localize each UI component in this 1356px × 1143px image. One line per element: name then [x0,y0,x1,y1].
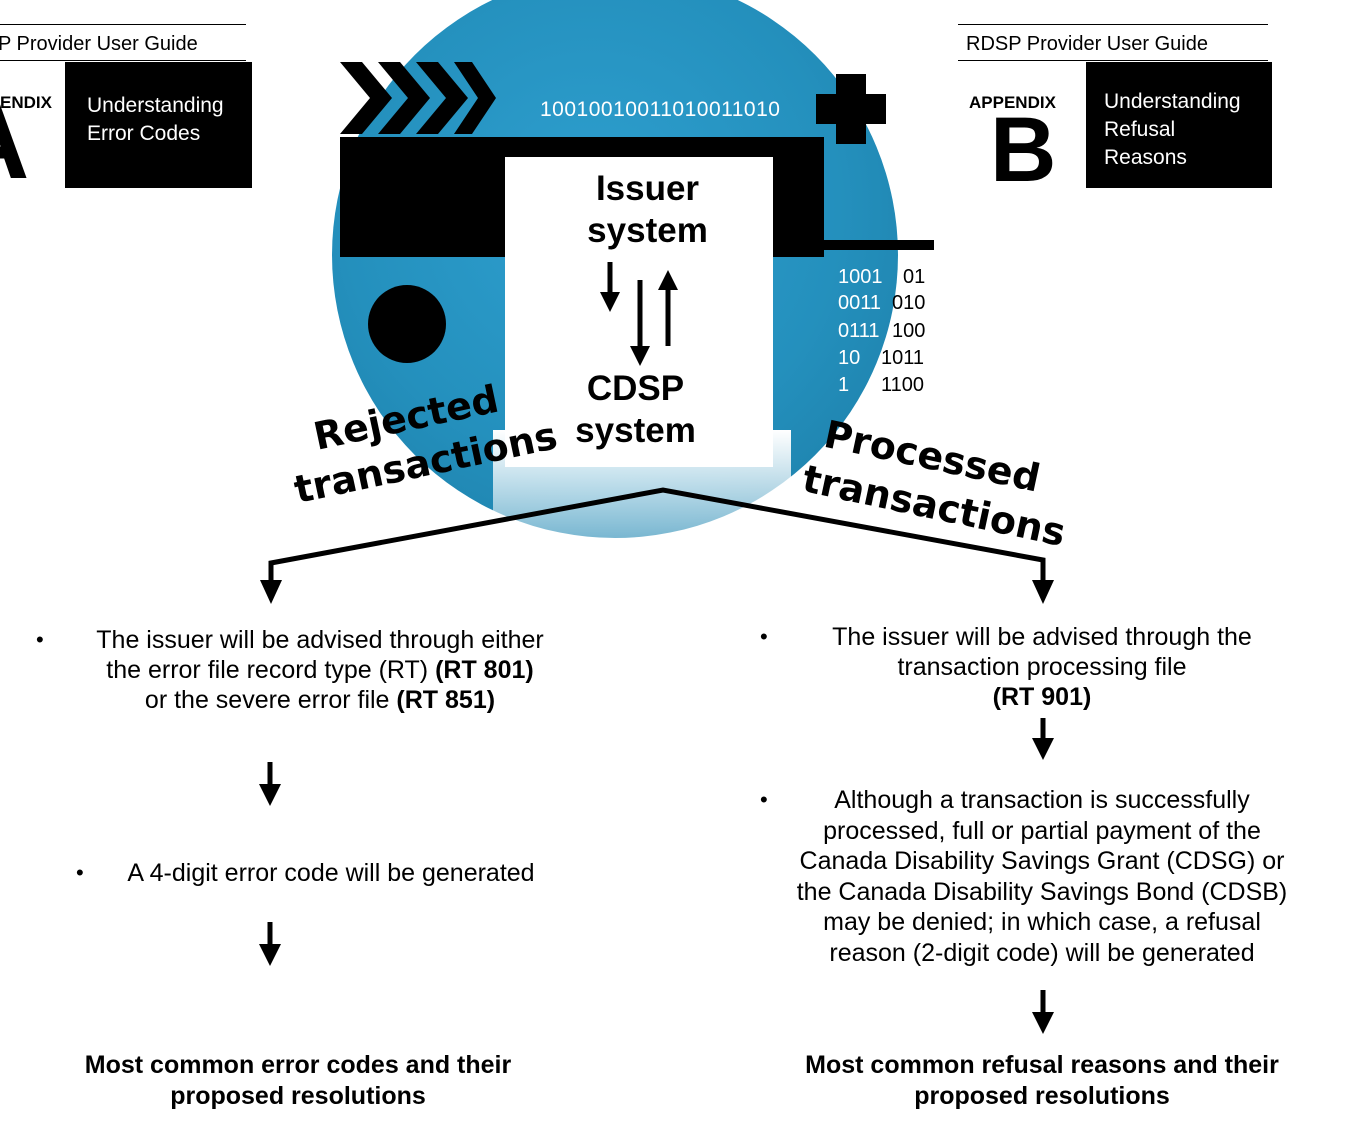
left-final-title: Most common error codes and their propos… [0,1050,596,1112]
left-appendix-topic-box: Understanding Error Codes [65,62,252,188]
binary-line-2: 0011 [838,292,882,314]
bullet-dot: • [76,860,84,885]
right-bullet2-line2: processed, full or partial payment of th… [823,816,1261,845]
cdsp-line: CDSP [586,369,685,408]
binary-line-1: 1001 [838,266,883,288]
binary-right-4: 1011 [881,347,925,369]
inner-white-fade [493,430,791,610]
right-appendix-topic-box: Understanding Refusal Reasons [1086,62,1272,188]
binary-line-3: 0111 [838,320,880,342]
binary-top-text: 10010010011010011010 [540,98,781,121]
right-bullet1-line1: The issuer will be advised through the [832,623,1252,651]
right-bullet-advised: • The issuer will be advised through the… [740,622,1344,712]
left-guide-title: P Provider User Guide [0,33,198,55]
right-appendix-word: APPENDIX [969,93,1056,112]
right-final-line1: Most common refusal reasons and their [805,1051,1279,1079]
right-final-title: Most common refusal reasons and their pr… [740,1050,1344,1112]
issuer-system-label: Issuer system [560,168,735,252]
issuer-line: Issuer [595,169,700,208]
left-bullet1-line2-text: the error file record type (RT) [106,656,436,684]
right-final-line2: proposed resolutions [914,1082,1170,1110]
binary-right-3: 100 [892,320,926,342]
binary-right-5: 1100 [881,374,925,396]
right-bullet2-line6: reason (2-digit code) will be generated [829,938,1255,967]
right-bullet2-line1: Although a transaction is successfully [834,786,1250,814]
exchange-arrows-icon [600,262,678,366]
right-guide-title: RDSP Provider User Guide [966,33,1208,55]
left-bullet1-line1: The issuer will be advised through eithe… [96,626,544,654]
rt-851: (RT 851) [396,686,496,714]
clamp-right-block [770,137,824,257]
right-bullet1-line3: (RT 901) [992,683,1092,711]
left-appendix-word: ENDIX [0,93,52,112]
right-guide-rule-bottom [958,60,1268,61]
left-bullet1-line3: or the severe error file (RT 851) [0,685,640,715]
binary-line-4: 10 [838,347,861,369]
right-bullet2-line3: Canada Disability Savings Grant (CDSG) o… [799,847,1285,875]
binary-line-5: 1 [838,374,850,396]
left-guide-rule-bottom [0,60,246,61]
black-dot [368,285,446,363]
left-bullet-advised: • The issuer will be advised through eit… [0,625,640,715]
left-final-line2: proposed resolutions [170,1082,426,1110]
chevron-arrows-icon [340,62,496,134]
right-topic-line2: Refusal [1104,118,1176,141]
clamp-left-block [340,137,508,257]
right-topic-line3: Reasons [1104,146,1187,169]
left-bullet1-line2: the error file record type (RT) (RT 801) [0,655,640,685]
bullet-dot: • [36,627,44,652]
binary-right-1: 01 [903,266,926,288]
cdsp-system-label: CDSP system [548,368,723,452]
right-dash-bar [824,240,934,250]
right-appendix-letter: B [990,99,1057,201]
right-bullet-refusal: • Although a transaction is successfully… [740,785,1344,968]
right-guide-rule [958,24,1268,25]
left-bullet2-line: A 4-digit error code will be generated [127,859,535,887]
left-bullet1-line3-text: or the severe error file [144,686,397,714]
left-final-line1: Most common error codes and their [84,1051,512,1079]
left-guide-rule [0,24,246,25]
bullet-dot: • [760,787,768,812]
left-appendix-letter: A [0,86,29,196]
plus-icon [816,74,886,144]
rt-801: (RT 801) [435,656,534,684]
cdsp-system-line: system [575,411,696,450]
binary-right-2: 010 [892,292,926,314]
left-bullet-error-code: • A 4-digit error code will be generated [0,858,640,888]
right-bullet2-line5: may be denied; in which case, a refusal [823,908,1261,936]
left-topic-line2: Error Codes [87,122,201,145]
right-topic-line1: Understanding [1104,90,1241,113]
issuer-system-line: system [587,211,708,250]
right-bullet2-line4: the Canada Disability Savings Bond (CDSB… [796,877,1288,906]
bullet-dot: • [760,624,768,649]
right-bullet1-line2: transaction processing file [897,653,1187,681]
left-topic-line1: Understanding [87,94,224,117]
